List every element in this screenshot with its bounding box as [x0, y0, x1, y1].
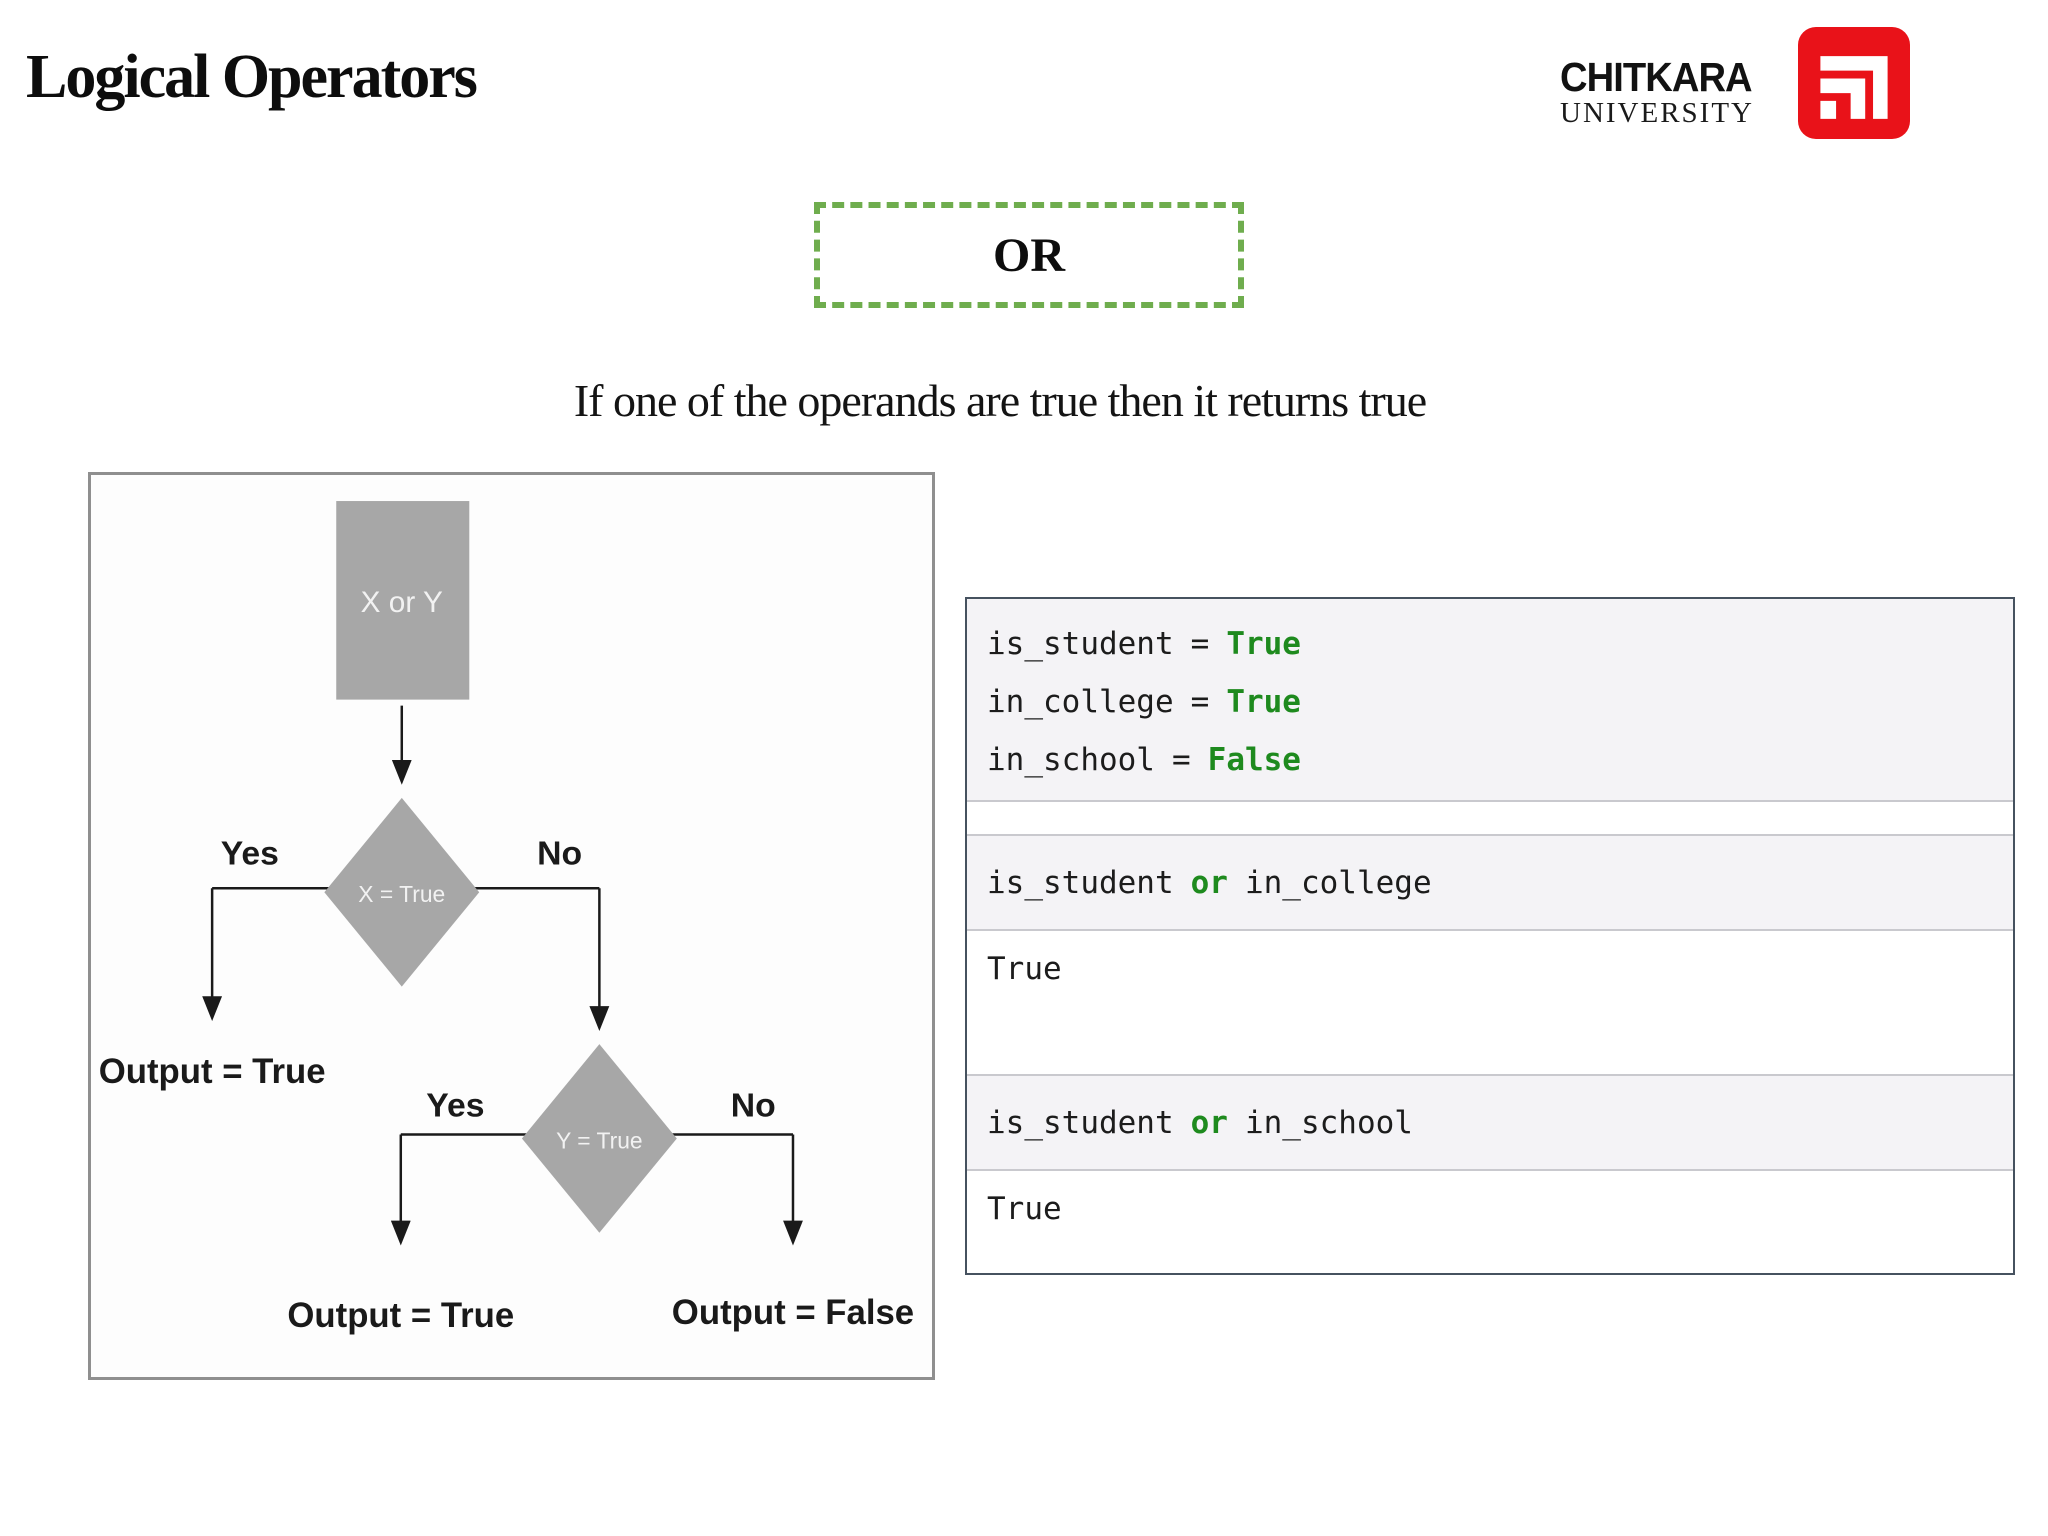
decision1-label: X = True	[358, 881, 445, 907]
operand-right: in_college	[1244, 864, 1432, 901]
expression-row: is_student or in_school	[967, 1074, 2013, 1169]
or-flowchart: X or Y X = True Yes No Output = True Y =…	[88, 472, 935, 1380]
flowchart-svg: X or Y X = True Yes No Output = True Y =…	[99, 501, 914, 1335]
or-keyword: or	[1190, 864, 1228, 901]
output-true-left-label: Output = True	[99, 1053, 326, 1091]
university-logo: CHITKARA UNIVERSITY	[1560, 22, 1920, 144]
university-subname: UNIVERSITY	[1560, 96, 1754, 129]
panel-spacer-row	[967, 800, 2013, 834]
subtitle-text: If one of the operands are true then it …	[573, 375, 1427, 426]
equals-operator: =	[1171, 742, 1191, 778]
result-row: True	[967, 929, 2013, 1074]
result-value: True	[987, 1191, 1062, 1227]
operator-label: OR	[993, 228, 1065, 282]
expression-row: is_student or in_college	[967, 834, 2013, 929]
decision2-node	[521, 1044, 677, 1233]
equals-operator: =	[1190, 684, 1210, 720]
operand-left: is_student	[987, 864, 1174, 901]
output-true-mid-label: Output = True	[287, 1297, 514, 1335]
decision2-label: Y = True	[556, 1127, 643, 1153]
assignment-line: is_student = True	[987, 615, 1993, 673]
equals-operator: =	[1190, 626, 1210, 662]
bool-value: False	[1207, 742, 1301, 778]
university-name: CHITKARA	[1560, 53, 1753, 100]
decision2-yes-label: Yes	[426, 1087, 484, 1125]
operator-box: OR	[814, 202, 1244, 308]
decision1-no-label: No	[537, 834, 582, 872]
university-logo-text: CHITKARA UNIVERSITY	[1560, 53, 1772, 130]
assignment-line: in_college = True	[987, 673, 1993, 731]
assignment-line: in_school = False	[987, 731, 1993, 789]
page-title: Logical Operators	[26, 43, 478, 111]
output-false-label: Output = False	[672, 1294, 914, 1332]
decision1-node	[324, 797, 480, 987]
variable-name: is_student	[987, 626, 1174, 662]
bool-value: True	[1226, 684, 1301, 720]
code-example-panel: is_student = True in_college = True in_schoo…	[965, 597, 2015, 1275]
decision2-no-label: No	[731, 1087, 776, 1125]
result-row: True	[967, 1169, 2013, 1273]
result-value: True	[987, 951, 1062, 987]
operand-right: in_school	[1244, 1104, 1413, 1141]
variable-name: in_college	[987, 684, 1174, 720]
assignments-block: is_student = True in_college = True in_schoo…	[967, 599, 2013, 800]
start-node-label: X or Y	[361, 586, 443, 619]
operand-left: is_student	[987, 1104, 1174, 1141]
chitkara-logo-icon	[1798, 27, 1910, 139]
decision1-yes-label: Yes	[221, 834, 279, 872]
start-node	[336, 501, 470, 700]
bool-value: True	[1226, 626, 1301, 662]
variable-name: in_school	[987, 742, 1155, 778]
or-keyword: or	[1190, 1104, 1228, 1141]
